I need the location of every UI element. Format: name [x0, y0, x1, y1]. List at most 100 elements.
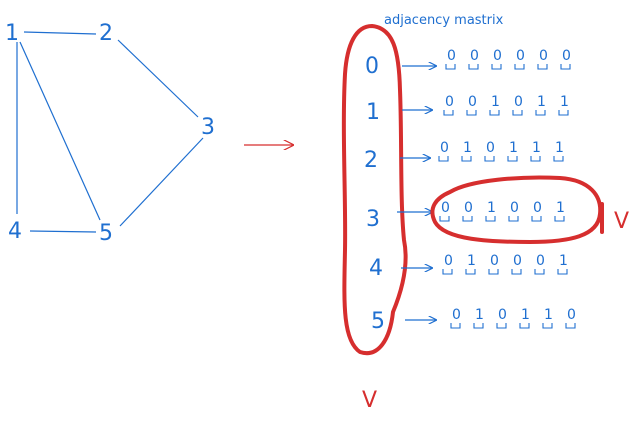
matrix-cell-underline: [553, 156, 564, 162]
row-labels-outline: [341, 24, 408, 356]
highlighted-row-outline: [430, 175, 603, 244]
matrix-cell-underline: [465, 269, 476, 275]
matrix-cell: 0: [533, 200, 542, 216]
matrix-cell: 0: [486, 140, 495, 156]
edge-3-5: [119, 137, 204, 227]
row-labels-v-label: V: [362, 388, 377, 413]
graph-nodes: 1 2 3 4 5: [5, 21, 215, 246]
matrix-cell: 0: [441, 200, 450, 216]
row-label-5: 5: [371, 309, 385, 334]
row-label-1: 1: [366, 100, 380, 125]
row-label-0: 0: [365, 54, 379, 79]
matrix-cell: 1: [509, 140, 518, 156]
edge-2-3: [117, 39, 199, 118]
matrix-cell-underline: [466, 110, 477, 116]
matrix-cell-underline: [530, 156, 541, 162]
matrix-cell: 0: [445, 94, 454, 110]
matrix-cell-underline: [512, 110, 523, 116]
matrix-cell: 0: [514, 94, 523, 110]
matrix-cell: 1: [556, 200, 565, 216]
matrix-cell: 0: [464, 200, 473, 216]
matrix-cell-underline: [496, 323, 507, 329]
matrix-cell-underline: [537, 64, 548, 70]
matrix-cell: 0: [498, 307, 507, 323]
matrix-title: adjacency mastrix: [384, 13, 504, 28]
graph-node-5: 5: [99, 221, 113, 246]
matrix-cell: 1: [560, 94, 569, 110]
matrix-cell-underline: [443, 110, 454, 116]
matrix-cell-underline: [508, 216, 519, 222]
matrix-cell-underline: [558, 110, 569, 116]
matrix-cell-underline: [442, 269, 453, 275]
matrix-cell: 0: [440, 140, 449, 156]
matrix-cell-underline: [439, 216, 450, 222]
matrix-cell: 0: [536, 253, 545, 269]
graph-node-3: 3: [201, 115, 215, 140]
matrix-cell-underline: [557, 269, 568, 275]
matrix-cell: 1: [521, 307, 530, 323]
matrix-cell-underline: [445, 64, 456, 70]
matrix-cell-underline: [560, 64, 571, 70]
matrix-cell-underline: [565, 323, 576, 329]
matrix-cell: 0: [562, 48, 571, 64]
matrix-cell: 1: [467, 253, 476, 269]
matrix-cell-underline: [542, 323, 553, 329]
graph-node-4: 4: [8, 219, 22, 244]
row-arrows: [397, 66, 436, 320]
matrix-cell-underline: [438, 156, 449, 162]
matrix-cell: 1: [555, 140, 564, 156]
matrix-cell-underline: [531, 216, 542, 222]
matrix-cell: 1: [463, 140, 472, 156]
matrix-cell: 0: [444, 253, 453, 269]
matrix-cell-underline: [554, 216, 565, 222]
matrix-cell: 0: [513, 253, 522, 269]
matrix-cell-underline: [511, 269, 522, 275]
matrix-cell: 1: [487, 200, 496, 216]
matrix-cell-underline: [484, 156, 495, 162]
matrix-cell: 1: [532, 140, 541, 156]
row-label-4: 4: [369, 256, 383, 281]
matrix-cell-underline: [535, 110, 546, 116]
matrix-cell-underline: [485, 216, 496, 222]
graph-node-1: 1: [5, 21, 19, 46]
matrix-cell: 1: [475, 307, 484, 323]
matrix-row-labels: 0 1 2 3 4 5: [364, 54, 385, 334]
edge-4-5: [29, 230, 97, 233]
row-label-3: 3: [366, 207, 380, 232]
matrix-cell-underline: [473, 323, 484, 329]
graph-edges: [16, 31, 204, 233]
matrix-cell: 0: [447, 48, 456, 64]
row-label-2: 2: [364, 148, 378, 173]
matrix-cell-underline: [461, 156, 472, 162]
graph-node-2: 2: [99, 21, 113, 46]
matrix-cell-underline: [468, 64, 479, 70]
matrix-cell: 0: [567, 307, 576, 323]
matrix-cell-underline: [462, 216, 473, 222]
matrix-cell-underline: [519, 323, 530, 329]
edge-1-5: [19, 41, 101, 221]
matrix-cell: 1: [559, 253, 568, 269]
edge-1-2: [23, 31, 97, 35]
matrix-cell: 1: [537, 94, 546, 110]
matrix-cell: 0: [470, 48, 479, 64]
matrix-cell: 0: [539, 48, 548, 64]
highlighted-row-label: V: [614, 209, 629, 234]
matrix-cell: 0: [490, 253, 499, 269]
matrix-cell-underline: [507, 156, 518, 162]
matrix-cell-underline: [488, 269, 499, 275]
matrix-cell: 0: [493, 48, 502, 64]
matrix-cell: 0: [468, 94, 477, 110]
matrix-cell: 1: [491, 94, 500, 110]
matrix-cell: 0: [516, 48, 525, 64]
matrix-cell-underline: [491, 64, 502, 70]
matrix-cell-underline: [534, 269, 545, 275]
matrix-cell: 1: [544, 307, 553, 323]
